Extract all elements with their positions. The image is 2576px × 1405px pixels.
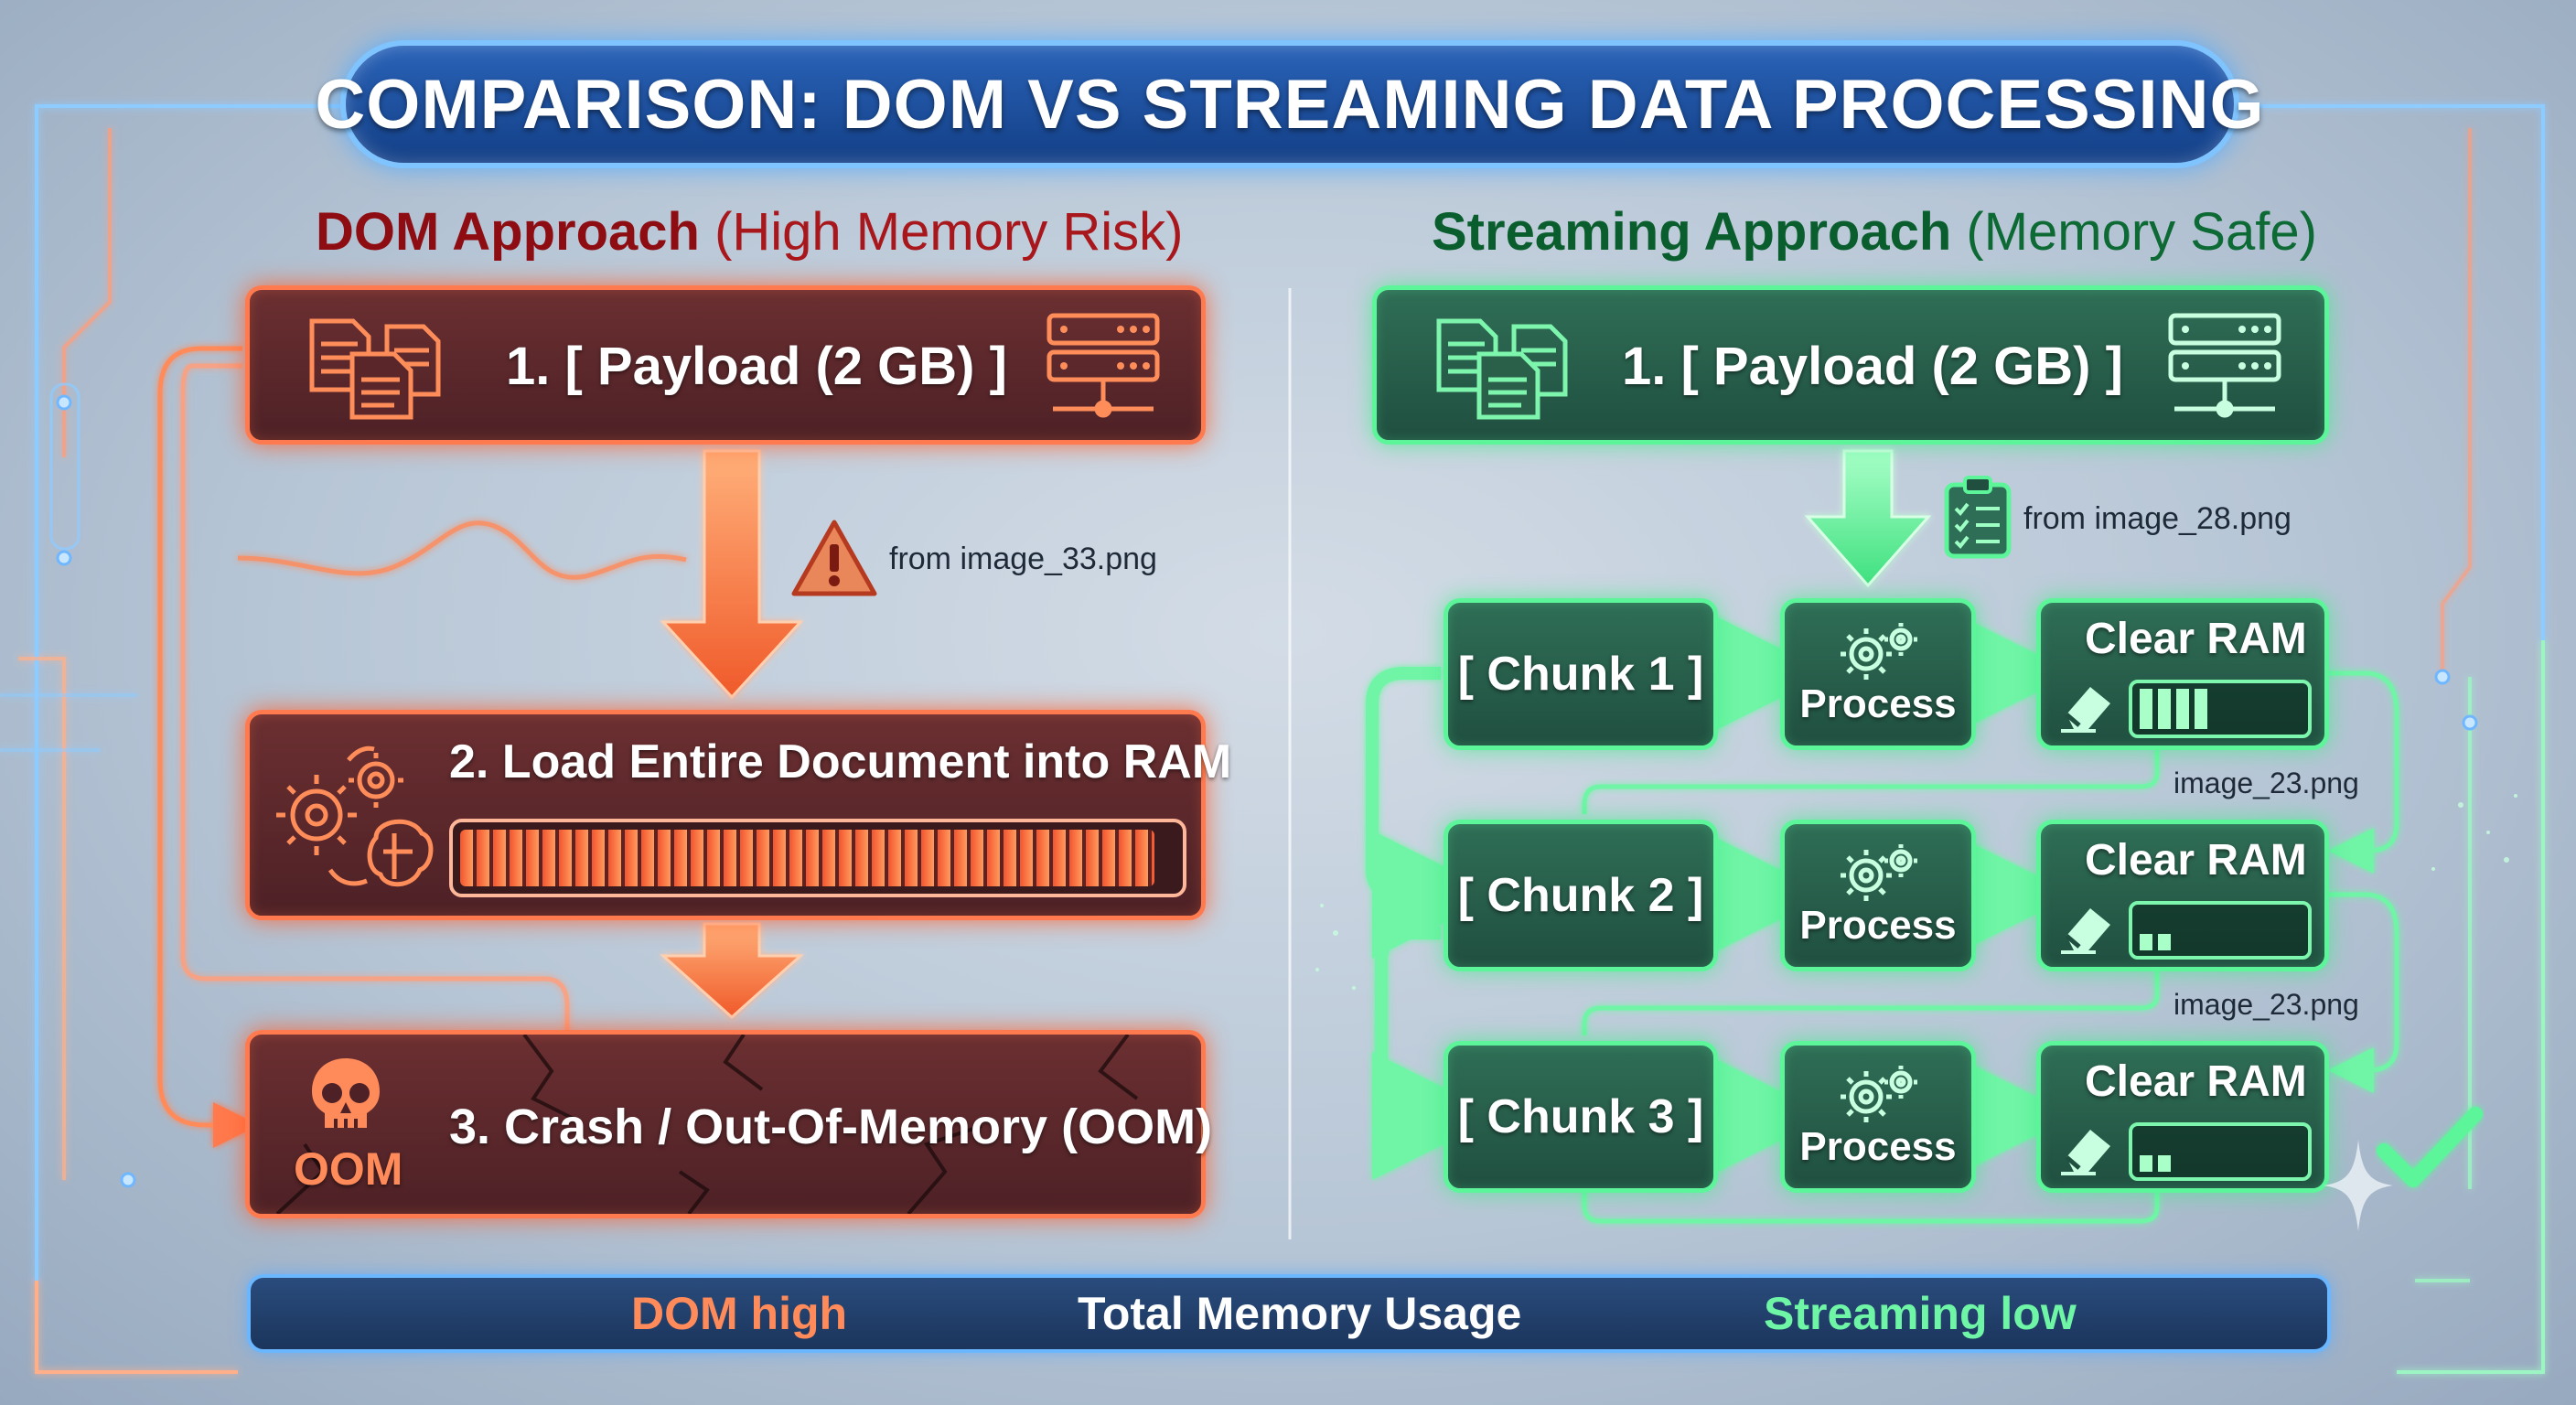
dom-crash-box: OOM 3. Crash / Out-Of-Memory (OOM) [245,1030,1212,1218]
ram-meter-segment [2176,689,2189,729]
dom-payload-box: 1. [ Payload (2 GB) ] [245,285,1206,445]
stream-payload-box: 1. [ Payload (2 GB) ] [1372,285,2329,445]
clear-ram-3-box: Clear RAM [2036,1041,2329,1193]
process-1-label: Process [1799,681,1957,726]
checkmark-icon [2377,1107,2483,1187]
eraser-icon [2061,687,2110,733]
server-icon [2168,313,2281,418]
stream-payload-label: 1. [ Payload (2 GB) ] [1622,337,2123,396]
ram-meter-3-fill [2140,1132,2171,1172]
legend-total: Total Memory Usage [1078,1288,1522,1339]
ram-progress-fill [460,830,1154,886]
chunk-1-box: [ Chunk 1 ] [1444,598,1718,750]
legend-streaming: Streaming low [1764,1288,2077,1339]
row-1-note: image_23.png [2174,767,2359,799]
gears-icon [1841,844,1917,901]
ram-progress-bar [449,819,1186,897]
ram-meter-segment [2195,689,2207,729]
server-icon [1046,313,1160,418]
ram-meter-2 [2129,901,2312,960]
ram-meter-segment [2158,689,2171,729]
ram-meter-1-fill [2140,689,2207,729]
chunk-3-label: [ Chunk 3 ] [1457,1090,1704,1143]
ram-meter-segment [2158,934,2171,950]
ram-meter-1 [2129,680,2312,738]
gears-icon [1841,1066,1917,1122]
process-2-label: Process [1799,903,1957,948]
gears-brain-icon [276,745,434,887]
streaming-heading: Streaming Approach (Memory Safe) [1432,201,2317,263]
dom-load-box: 2. Load Entire Document into RAM [245,710,1231,920]
legend-dom: DOM high [631,1288,848,1339]
dom-note: from image_33.png [889,542,1157,576]
legend-lines [276,1311,1738,1316]
documents-icon [309,318,441,420]
ram-meter-segment [2158,1155,2171,1172]
eraser-icon [2061,908,2110,954]
dom-load-label: 2. Load Entire Document into RAM [449,735,1232,788]
ram-meter-3 [2129,1122,2312,1181]
ram-meter-2-fill [2140,910,2171,950]
chunk-3-box: [ Chunk 3 ] [1444,1041,1718,1193]
chunk-2-label: [ Chunk 2 ] [1457,869,1704,922]
process-3-box: Process [1780,1041,1976,1193]
dom-heading-bold: DOM Approach [316,202,700,262]
stream-note: from image_28.png [2023,501,2292,536]
process-2-box: Process [1780,820,1976,971]
gears-icon [1841,623,1917,680]
process-3-label: Process [1799,1124,1957,1169]
ram-meter-segment [2140,689,2152,729]
streaming-heading-bold: Streaming Approach [1432,202,1952,262]
dom-heading-qualifier: (High Memory Risk) [714,202,1184,262]
eraser-icon [2061,1130,2110,1175]
clear-ram-1-label: Clear RAM [2085,615,2307,663]
row-2-note: image_23.png [2174,988,2359,1021]
title-banner: COMPARISON: DOM VS STREAMING DATA PROCES… [315,40,2264,168]
page-title: COMPARISON: DOM VS STREAMING DATA PROCES… [315,65,2265,144]
clear-ram-1-box: Clear RAM [2036,598,2329,750]
crack-lines [275,1035,1139,1214]
process-1-box: Process [1780,598,1976,750]
chunk-2-box: [ Chunk 2 ] [1444,820,1718,971]
warning-icon [791,520,877,596]
clipboard-checklist-icon [1944,476,2012,559]
dom-heading: DOM Approach (High Memory Risk) [316,201,1183,263]
clear-ram-3-label: Clear RAM [2085,1057,2307,1106]
documents-icon [1436,318,1568,420]
skull-icon [312,1058,380,1128]
dom-payload-label: 1. [ Payload (2 GB) ] [506,337,1007,396]
oom-label: OOM [294,1143,403,1195]
sparkle-icon [2324,1140,2393,1231]
ram-meter-segment [2140,1155,2152,1172]
dom-crash-label: 3. Crash / Out-Of-Memory (OOM) [449,1099,1213,1154]
clear-ram-2-label: Clear RAM [2085,836,2307,885]
chunk-1-label: [ Chunk 1 ] [1457,648,1704,701]
ram-meter-segment [2140,934,2152,950]
clear-ram-2-box: Clear RAM [2036,820,2329,971]
streaming-heading-qualifier: (Memory Safe) [1966,202,2317,262]
